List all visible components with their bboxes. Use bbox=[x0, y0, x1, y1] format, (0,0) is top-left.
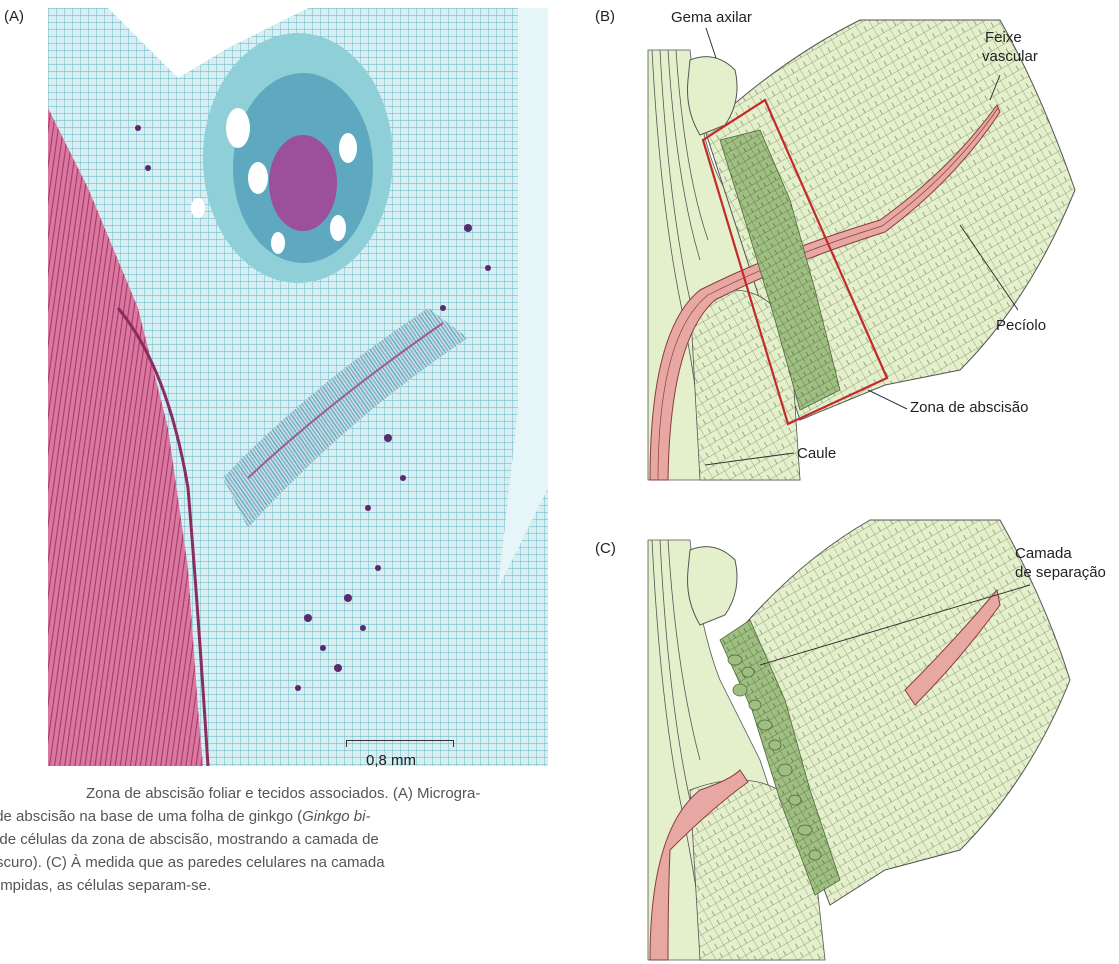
panel-a-label: (A) bbox=[4, 8, 24, 25]
abscission-diagrams bbox=[600, 0, 1119, 964]
scale-bar: 0,8 mm bbox=[346, 740, 454, 770]
caption-line-2-text: ona de abscisão na base de uma folha de … bbox=[0, 808, 302, 825]
label-camada-line-1: Camada bbox=[1015, 544, 1072, 563]
caption-line-5: ão rompidas, as células separam-se. bbox=[0, 874, 575, 897]
label-camada-line-2: de separação bbox=[1015, 563, 1106, 582]
figure-caption: Zona de abscisão foliar e tecidos associ… bbox=[0, 782, 575, 897]
scale-bar-label: 0,8 mm bbox=[366, 752, 416, 769]
caption-line-2: ona de abscisão na base de uma folha de … bbox=[0, 805, 575, 828]
label-caule: Caule bbox=[797, 444, 836, 463]
caption-line-4: de-escuro). (C) À medida que as paredes … bbox=[0, 851, 575, 874]
ginkgo-micrograph bbox=[48, 8, 548, 766]
scale-bar-line bbox=[346, 740, 454, 747]
label-feixe-line-1: Feixe bbox=[985, 28, 1022, 47]
label-gema-axilar: Gema axilar bbox=[671, 8, 752, 27]
caption-line-2-italic: Ginkgo bi- bbox=[302, 808, 370, 825]
label-zona-abscisao: Zona de abscisão bbox=[910, 398, 1028, 417]
label-feixe-line-2: vascular bbox=[982, 47, 1038, 66]
diagram-c bbox=[648, 520, 1070, 960]
caption-line-1: Zona de abscisão foliar e tecidos associ… bbox=[0, 782, 575, 805]
caption-line-3: ama de células da zona de abscisão, most… bbox=[0, 828, 575, 851]
label-peciolo: Pecíolo bbox=[996, 316, 1046, 335]
